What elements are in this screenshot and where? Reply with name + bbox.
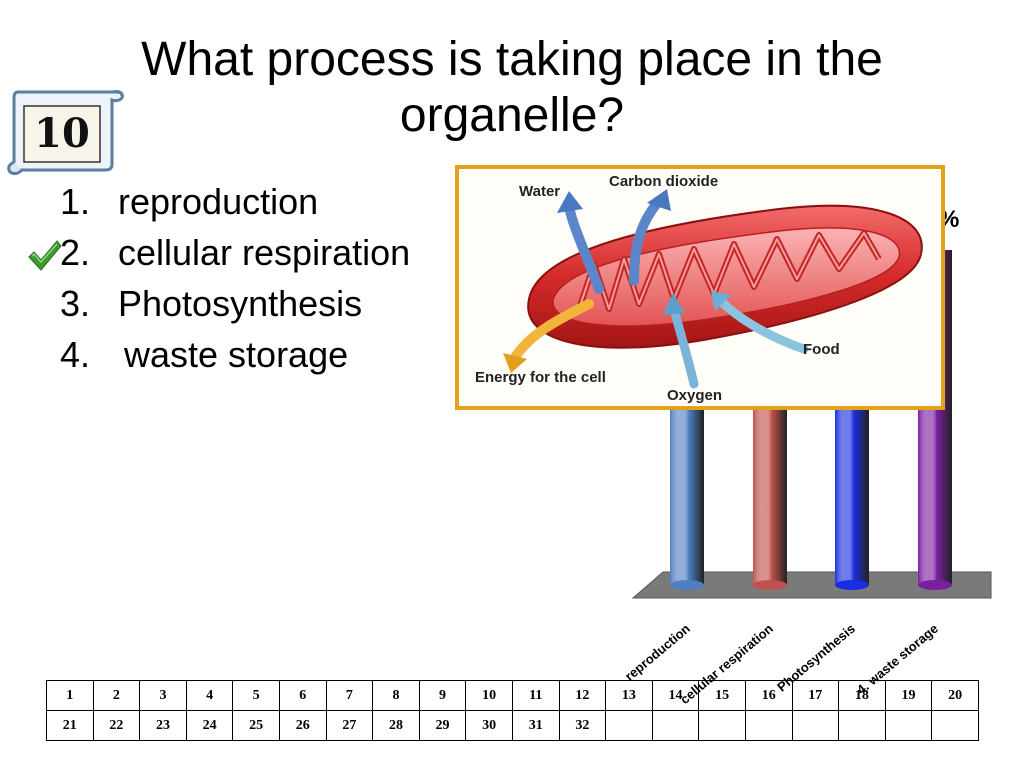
label-carbon-dioxide: Carbon dioxide — [609, 173, 719, 190]
grid-cell: 30 — [465, 710, 513, 741]
grid-cell: 12 — [558, 680, 607, 711]
grid-cell: 25 — [232, 710, 280, 741]
grid-cell — [651, 710, 700, 741]
grid-cell: 26 — [278, 710, 327, 741]
grid-cell — [931, 710, 979, 741]
grid-cell: 27 — [325, 710, 374, 741]
option-3[interactable]: 3. Photosynthesis — [60, 282, 362, 326]
scroll-timer-icon — [7, 90, 124, 176]
chart-bar-base — [670, 580, 704, 590]
label-oxygen: Oxygen — [667, 387, 723, 404]
grid-cell: 31 — [511, 710, 560, 741]
option-label: cellular respiration — [118, 232, 411, 273]
grid-cell: 16 — [744, 680, 793, 711]
grid-cell — [605, 710, 653, 741]
grid-cell — [744, 710, 793, 741]
grid-cell: 7 — [325, 680, 374, 711]
option-number: 1. — [60, 181, 91, 222]
grid-cell: 19 — [884, 680, 933, 711]
grid-cell: 24 — [185, 710, 234, 741]
grid-cell: 32 — [558, 710, 607, 741]
grid-cell — [698, 710, 746, 741]
grid-cell: 10 — [465, 680, 513, 711]
mitochondrion-illustration — [503, 189, 923, 389]
option-label: waste storage — [124, 334, 349, 375]
grid-cell: 28 — [372, 710, 420, 741]
grid-cell: 29 — [418, 710, 467, 741]
chart-floor — [631, 571, 992, 599]
grid-cell — [838, 710, 886, 741]
slide-title: What process is taking place in the orga… — [141, 33, 883, 142]
grid-cell: 20 — [931, 680, 979, 711]
grid-cell: 2 — [92, 680, 141, 711]
grid-cell: 1 — [46, 680, 94, 711]
grid-cell: 4 — [185, 680, 234, 711]
option-label: reproduction — [118, 181, 319, 222]
grid-cell: 8 — [372, 680, 420, 711]
grid-cell: 11 — [511, 680, 560, 711]
grid-cell: 15 — [698, 680, 746, 711]
chart-bar-base — [918, 580, 952, 590]
grid-cell: 14 — [651, 680, 700, 711]
label-water: Water — [519, 183, 561, 200]
grid-cell: 6 — [278, 680, 327, 711]
grid-cell: 21 — [46, 710, 94, 741]
option-4[interactable]: 4. waste storage — [60, 333, 348, 377]
grid-cell: 5 — [232, 680, 280, 711]
option-number: 4. — [60, 334, 91, 375]
chart-bar-base — [753, 580, 787, 590]
option-2[interactable]: 2. cellular respiration — [60, 231, 410, 275]
grid-cell: 17 — [791, 680, 840, 711]
grid-cell: 22 — [92, 710, 141, 741]
option-number: 3. — [60, 283, 91, 324]
grid-cell: 3 — [139, 680, 187, 711]
chart-bar-base — [835, 580, 869, 590]
label-food: Food — [803, 341, 840, 358]
option-label: Photosynthesis — [118, 283, 363, 324]
grid-cell — [791, 710, 840, 741]
grid-cell: 13 — [605, 680, 653, 711]
option-1[interactable]: 1. reproduction — [60, 180, 318, 224]
checkmark-icon — [28, 240, 62, 271]
grid-cell — [884, 710, 933, 741]
option-number: 2. — [60, 232, 91, 273]
grid-cell: 23 — [139, 710, 187, 741]
grid-cell: 9 — [418, 680, 467, 711]
chart-category-label: reproduction — [622, 621, 693, 684]
mitochondrion-picture: Water Carbon dioxide Food Energy for the… — [455, 165, 945, 410]
label-energy: Energy for the cell — [475, 369, 606, 386]
grid-cell: 18 — [838, 680, 886, 711]
timer-value: 10 — [34, 110, 90, 157]
